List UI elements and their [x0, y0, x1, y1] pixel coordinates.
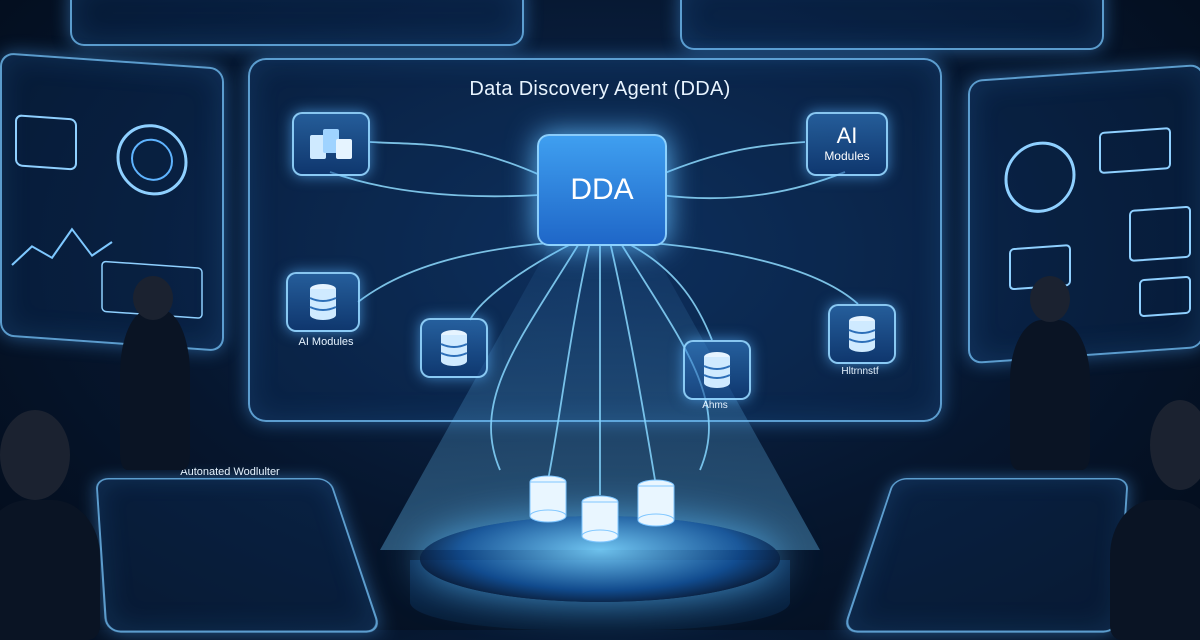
person-foreground-right-head — [1150, 400, 1200, 490]
hub-label: DDA — [570, 173, 634, 206]
center-right-node-caption: Ahms — [702, 400, 728, 411]
database-icon — [440, 330, 468, 366]
left-node-caption: AI Modules — [298, 336, 354, 348]
bottom-right-console — [841, 477, 1129, 633]
person-foreground-right — [1110, 500, 1200, 640]
person-foreground-left — [0, 500, 100, 640]
folders-node[interactable] — [292, 112, 370, 176]
ai-node-big-label: AI — [836, 123, 858, 148]
ai-modules-node[interactable]: AI Modules — [806, 112, 888, 176]
right-node-caption: Hltrnnstf — [841, 366, 879, 377]
person-right-head — [1030, 276, 1070, 322]
top-right-holo-panel — [680, 0, 1104, 50]
left-holo-panel — [0, 52, 224, 352]
person-foreground-left-head — [0, 410, 70, 500]
database-icon — [309, 284, 337, 320]
left-panel-graphics — [11, 114, 203, 319]
top-left-holo-panel — [70, 0, 524, 46]
database-node-center-right[interactable] — [683, 340, 751, 400]
database-icon — [703, 352, 731, 388]
database-stack-icon — [529, 475, 675, 543]
person-right — [1010, 320, 1090, 470]
database-icon — [848, 316, 876, 352]
database-node-center-left[interactable] — [420, 318, 488, 378]
ai-node-small-label: Modules — [824, 149, 870, 163]
folders-icon — [310, 129, 352, 159]
dda-hub-node[interactable]: DDA — [537, 134, 667, 246]
diagram-title: Data Discovery Agent (DDA) — [469, 78, 731, 100]
console-caption: Autonated Wodlulter — [180, 466, 280, 478]
person-left — [120, 310, 190, 470]
database-node-left[interactable] — [286, 272, 360, 332]
person-left-head — [133, 276, 173, 320]
database-node-right[interactable] — [828, 304, 896, 364]
